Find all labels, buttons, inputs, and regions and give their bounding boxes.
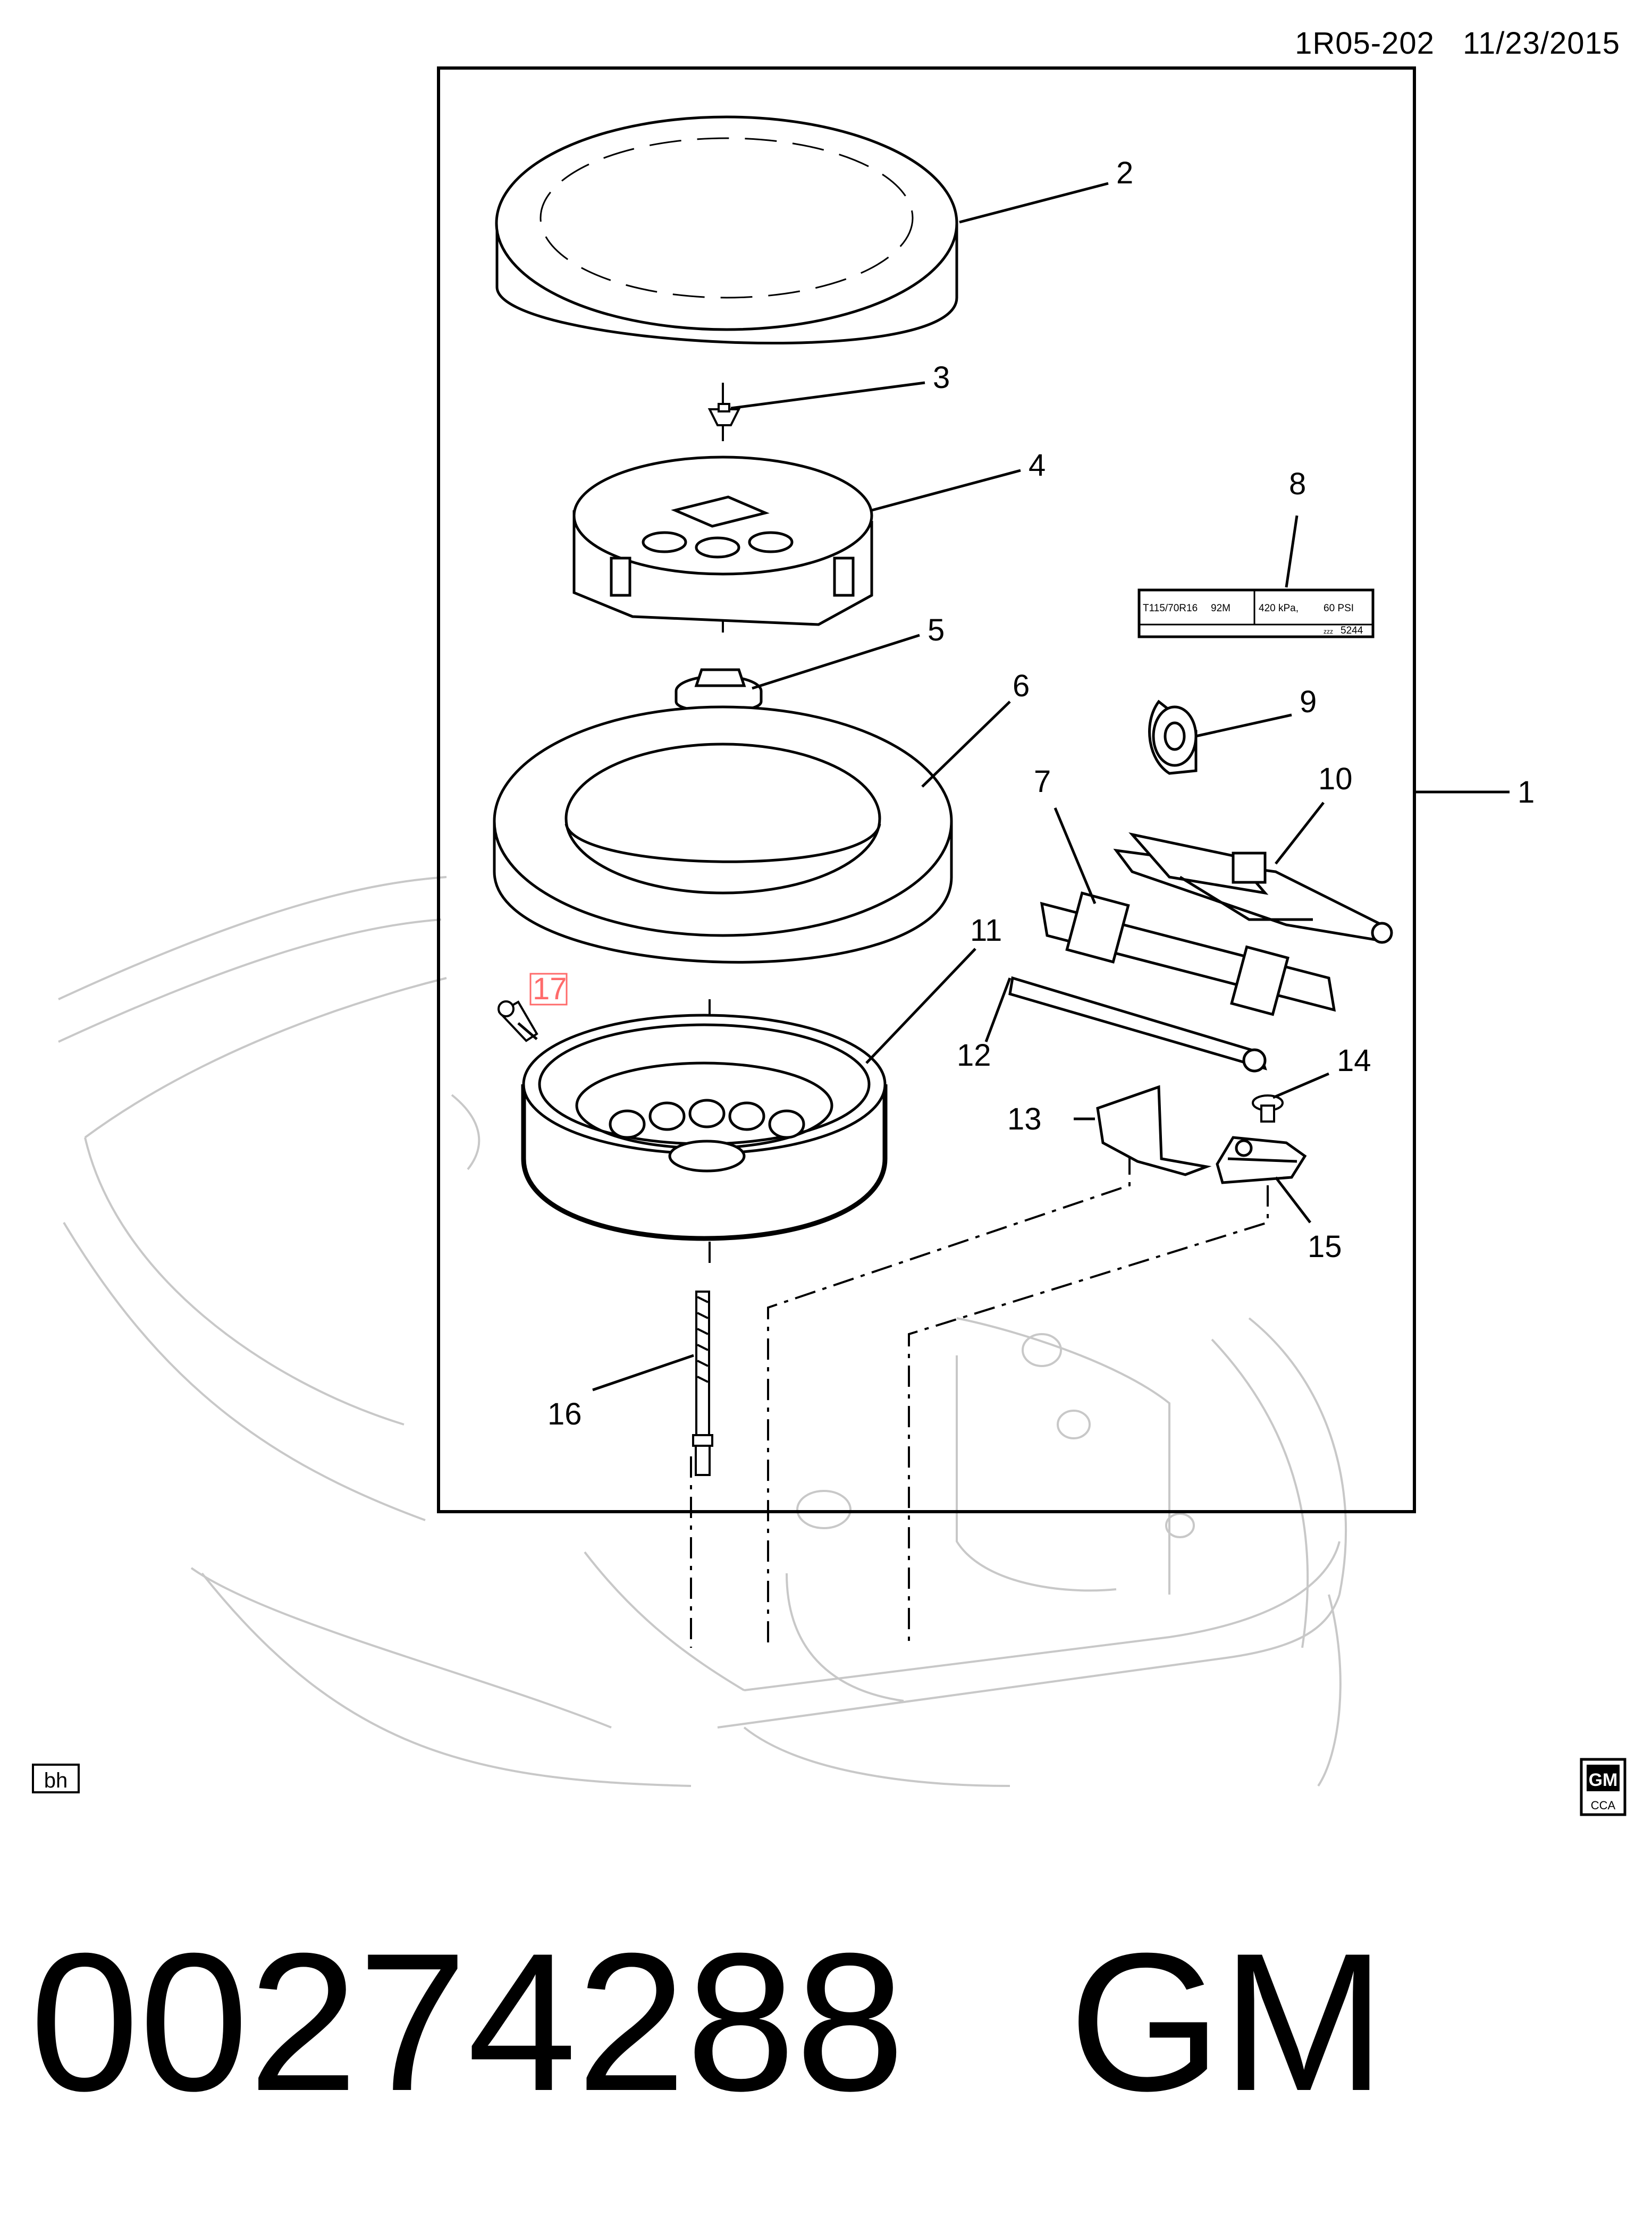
gm-logo: GM CCA: [1580, 1758, 1626, 1816]
callout-7: 7: [1034, 764, 1051, 799]
fastener: [707, 403, 741, 426]
callout-3: 3: [933, 360, 950, 395]
header: 1R05-202 11/23/2015: [1276, 26, 1620, 61]
stud: [692, 1291, 713, 1476]
scissor-jack: [1113, 832, 1393, 944]
callouts: 2 3 4 5 6 7 8 9 10 11 12 13 14 15 16 17 …: [529, 156, 1535, 1431]
retainer-bracket: [1216, 1136, 1307, 1184]
callout-11: 11: [970, 913, 1002, 948]
wheel: [521, 1014, 888, 1241]
retainer: [675, 668, 763, 713]
callout-2: 2: [1116, 156, 1133, 190]
callout-1: 1: [1518, 775, 1535, 810]
corner-tag: bh: [32, 1764, 80, 1793]
callout-12: 12: [957, 1038, 991, 1073]
footer-part-number: 00274288 GM: [30, 1924, 1386, 2121]
spare-tire: [493, 705, 953, 964]
jack-handle: [1040, 891, 1336, 1016]
bracket: [1096, 1085, 1212, 1176]
brand: GM: [1068, 1912, 1386, 2132]
callout-14: 14: [1337, 1043, 1371, 1078]
label-pressure-psi: 60 PSI: [1324, 603, 1354, 614]
label-tire-size: T115/70R16: [1143, 603, 1198, 614]
callout-4: 4: [1029, 448, 1046, 483]
vehicle-outline: [58, 876, 1347, 1787]
label-pressure-kpa: 420 kPa,: [1259, 603, 1299, 614]
label-ref: 5244: [1341, 625, 1363, 636]
diagram-code: 1R05-202: [1295, 26, 1435, 61]
tire-pressure-label: T115/70R16 92M 420 kPa, 60 PSI zzz 5244: [1137, 588, 1375, 638]
leader-lines: [517, 182, 1510, 1392]
svg-text:GM: GM: [1589, 1770, 1618, 1790]
callout-5: 5: [928, 613, 945, 647]
part-number: 00274288: [30, 1912, 905, 2132]
callout-13: 13: [1007, 1102, 1042, 1136]
callout-16: 16: [547, 1397, 582, 1431]
callout-9: 9: [1300, 685, 1317, 719]
callout-10: 10: [1318, 762, 1353, 796]
label-ref-prefix: zzz: [1324, 628, 1333, 635]
tool-tray: [572, 456, 873, 626]
parts-frame: [437, 66, 1416, 1513]
diagram-date: 11/23/2015: [1463, 26, 1620, 61]
svg-text:CCA: CCA: [1591, 1799, 1616, 1812]
wrench-socket: [1148, 699, 1198, 775]
label-load: 92M: [1211, 603, 1230, 614]
wheel-wrench: [1008, 976, 1267, 1073]
callout-8: 8: [1289, 467, 1306, 501]
callout-17: 17: [533, 972, 567, 1006]
tire-cover: [495, 115, 958, 345]
fastener-14: [1252, 1094, 1284, 1123]
callout-15: 15: [1308, 1229, 1342, 1264]
callout-6: 6: [1013, 669, 1030, 703]
